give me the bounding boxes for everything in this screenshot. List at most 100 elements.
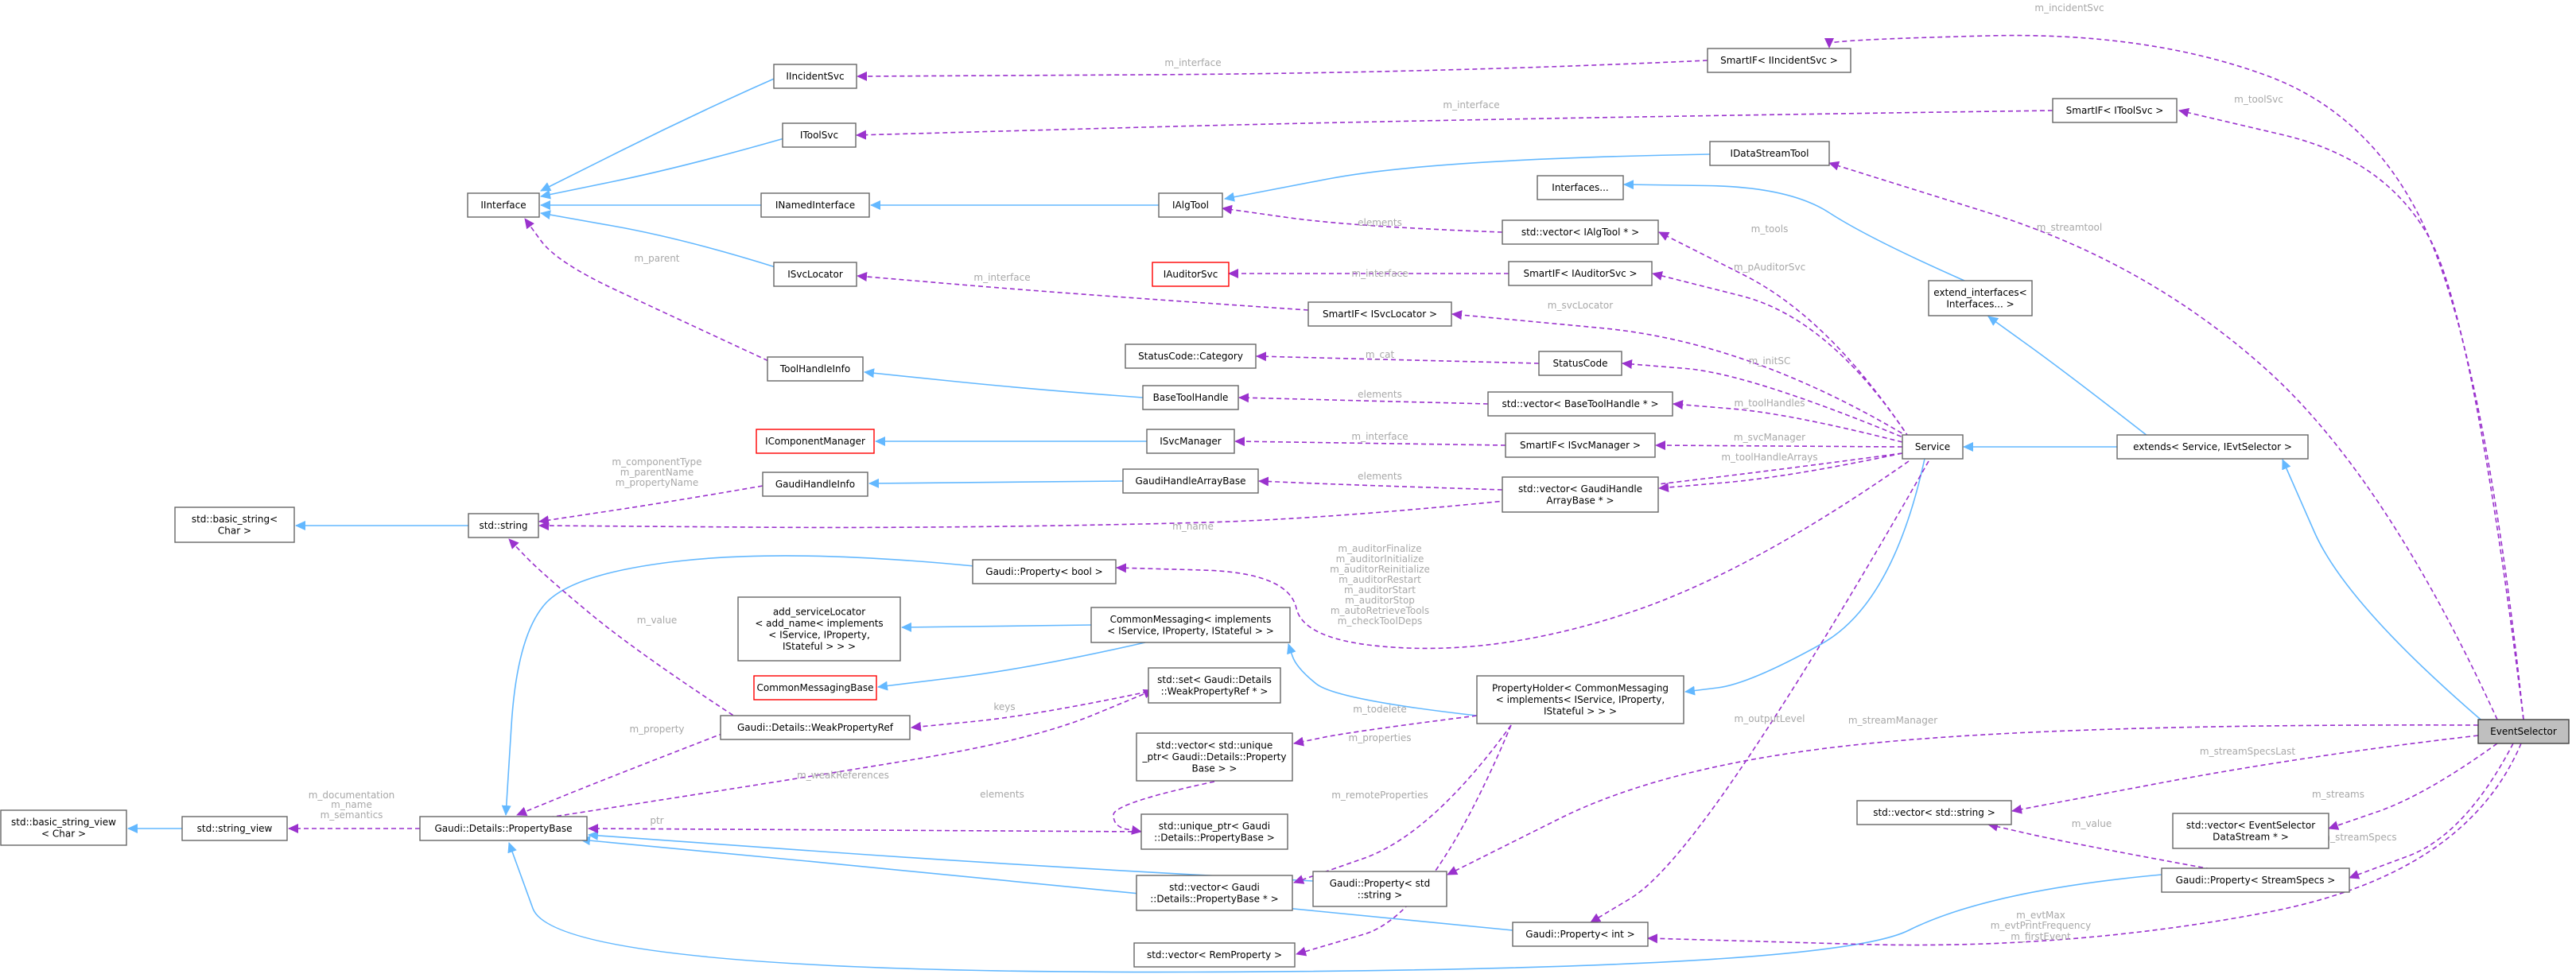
class-node-box [756, 429, 875, 454]
class-node-std-vector-std-string[interactable]: std::vector< std::string > [1856, 800, 2012, 825]
class-node-label: SmartIF< ISvcLocator > [1323, 309, 1437, 320]
class-node-std-string[interactable]: std::string [468, 513, 539, 538]
edge-label: m_auditorInitialize [1336, 553, 1424, 565]
usage-edge-tool-handle-info-to-iinterface [524, 218, 776, 365]
class-node-box [1856, 800, 2012, 825]
class-node-label: IInterface [480, 200, 526, 211]
class-node-std-unique-ptr[interactable]: std::unique_ptr< Gaudi::Details::Propert… [1140, 813, 1288, 850]
class-node-std-string-view[interactable]: std::string_view [181, 816, 288, 841]
class-node-weak-property-ref[interactable]: Gaudi::Details::WeakPropertyRef [720, 715, 911, 740]
class-node-tool-handle-info[interactable]: ToolHandleInfo [767, 356, 864, 382]
class-node-box [1122, 468, 1259, 494]
usage-edge-smart-ifsvc-locator-to-isvc-locator [857, 272, 1309, 311]
edge-label: m_parent [634, 253, 679, 264]
class-node-box [1136, 875, 1293, 911]
class-node-ialg-tool[interactable]: IAlgTool [1158, 192, 1223, 218]
class-node-label: EventSelector [2490, 726, 2557, 737]
class-node-smart-ifincident[interactable]: SmartIF< IIncidentSvc > [1707, 48, 1851, 73]
class-node-std-basic-string[interactable]: std::basic_string<Char > [174, 506, 295, 543]
class-node-property-holder[interactable]: PropertyHolder< CommonMessaging< impleme… [1476, 675, 1684, 724]
class-node-label: StatusCode::Category [1138, 351, 1243, 362]
class-node-add-service-locator[interactable]: add_serviceLocator< add_name< implements… [737, 596, 901, 662]
class-node-status-code-category[interactable]: StatusCode::Category [1125, 343, 1257, 369]
edge-label: m_evtMax [2016, 910, 2065, 921]
class-node-label: GaudiHandleArrayBase [1135, 475, 1245, 487]
class-node-service[interactable]: Service [1902, 434, 1964, 460]
class-node-property-stream-specs[interactable]: Gaudi::Property< StreamSpecs > [2161, 867, 2350, 893]
class-node-itool-svc[interactable]: IToolSvc [782, 122, 857, 148]
class-node-box [1312, 871, 1447, 907]
class-node-box [467, 192, 540, 218]
class-node-label: std::vector< std::string > [1873, 807, 1995, 818]
class-node-label: IComponentManager [765, 436, 865, 447]
class-node-iauditor-svc[interactable]: IAuditorSvc [1152, 262, 1230, 287]
edge-label: m_auditorFinalize [1338, 543, 1421, 554]
class-node-gaudi-handle-array-base[interactable]: GaudiHandleArrayBase [1122, 468, 1259, 494]
class-node-idata-stream-tool[interactable]: IDataStreamTool [1709, 141, 1830, 166]
edge-label: m_streams [2312, 789, 2364, 800]
usage-edge-event-selector-to-smart-iftool-svc [2178, 107, 2524, 720]
class-node-box [1142, 385, 1239, 410]
inheritance-edge-extends-service-to-extend-interfaces [1987, 316, 2148, 437]
class-node-label: SmartIF< IToolSvc > [2066, 105, 2164, 116]
class-node-iincident-svc[interactable]: IIncidentSvc [773, 64, 857, 89]
class-node-common-messaging[interactable]: CommonMessaging< implements< IService, I… [1090, 607, 1291, 643]
class-node-box [174, 506, 295, 543]
class-node-smart-ifauditor[interactable]: SmartIF< IAuditorSvc > [1508, 261, 1653, 286]
usage-edge-property-holder-to-std-vector-unique-ptr [1293, 715, 1478, 747]
class-node-event-selector[interactable]: EventSelector [2477, 719, 2570, 744]
class-node-box [753, 675, 877, 701]
class-node-isvc-locator[interactable]: ISvcLocator [773, 262, 857, 287]
class-node-smart-iftool-svc[interactable]: SmartIF< IToolSvc > [2052, 98, 2178, 123]
edge-label: m_svcManager [1734, 432, 1805, 443]
class-node-label: ArrayBase * > [1546, 495, 1614, 506]
class-node-extend-interfaces[interactable]: extend_interfaces<Interfaces... > [1928, 280, 2033, 316]
edge-label: m_name [1172, 521, 1214, 532]
class-node-box [1707, 48, 1851, 73]
class-node-gaudi-handle-info[interactable]: GaudiHandleInfo [762, 472, 868, 497]
edge-label: m_incidentSvc [2034, 2, 2104, 14]
inheritance-edge-property-holder-to-common-messaging [1287, 643, 1478, 716]
class-node-isvc-manager[interactable]: ISvcManager [1146, 429, 1235, 454]
class-node-common-messaging-base[interactable]: CommonMessagingBase [753, 675, 877, 701]
edge-label: m_toolHandles [1735, 398, 1805, 409]
class-node-status-code[interactable]: StatusCode [1538, 351, 1622, 376]
class-node-interfaces[interactable]: Interfaces... [1537, 175, 1624, 200]
class-node-smart-ifsvc-manager[interactable]: SmartIF< ISvcManager > [1505, 433, 1656, 458]
class-node-property-base[interactable]: Gaudi::Details::PropertyBase [419, 816, 588, 841]
class-node-smart-ifsvc-locator[interactable]: SmartIF< ISvcLocator > [1307, 301, 1452, 327]
class-node-std-vector-ialg-tool[interactable]: std::vector< IAlgTool * > [1502, 219, 1659, 245]
class-node-std-vector-base-tool-handle[interactable]: std::vector< BaseToolHandle * > [1487, 391, 1673, 417]
inheritance-edge-extend-interfaces-to-interfaces [1623, 180, 1965, 281]
class-node-inamed-interface[interactable]: INamedInterface [760, 192, 870, 218]
usage-edge-property-holder-to-std-vector-rem-property [1296, 724, 1512, 957]
class-node-std-vector-prop-base-ptr[interactable]: std::vector< Gaudi::Details::PropertyBas… [1136, 875, 1293, 911]
class-node-base-tool-handle[interactable]: BaseToolHandle [1142, 385, 1239, 410]
class-node-icomponent-manager[interactable]: IComponentManager [756, 429, 875, 454]
inheritance-edge-gaudi-handle-array-base-to-gaudi-handle-info [868, 478, 1124, 488]
inheritance-edge-common-messaging-to-add-service-locator [901, 622, 1092, 632]
usage-edge-weak-property-ref-to-std-string [508, 538, 740, 720]
class-node-property-bool[interactable]: Gaudi::Property< bool > [972, 559, 1117, 584]
class-node-box [0, 809, 127, 846]
edge-label: m_initSC [1749, 355, 1791, 367]
usage-edge-std-vector-gaudi-handle-to-gaudi-handle-array-base [1258, 476, 1503, 491]
edge-label: m_auditorStop [1345, 595, 1415, 606]
class-node-iinterface[interactable]: IInterface [467, 192, 540, 218]
inheritance-edge-property-stream-specs-to-property-base [507, 842, 2162, 973]
usage-edge-std-set-weak-to-weak-property-ref [911, 691, 1148, 732]
class-node-std-basic-string-view[interactable]: std::basic_string_view< Char > [0, 809, 127, 846]
inheritance-edge-itool-svc-to-iinterface [540, 138, 785, 200]
usage-edge-event-selector-to-std-vector-evt-selector-data-stream [2328, 743, 2498, 830]
class-node-std-set-weak[interactable]: std::set< Gaudi::Details::WeakPropertyRe… [1148, 667, 1281, 704]
class-node-property-int[interactable]: Gaudi::Property< int > [1512, 922, 1649, 947]
usage-edge-event-selector-to-property-std-string [1447, 724, 2479, 875]
usage-edge-service-to-std-vector-ialg-tool [1658, 231, 1910, 438]
usage-edge-event-selector-to-property-int [1647, 743, 2522, 946]
class-node-std-vector-rem-property[interactable]: std::vector< RemProperty > [1133, 942, 1296, 968]
class-node-property-std-string[interactable]: Gaudi::Property< std::string > [1312, 871, 1447, 907]
class-node-std-vector-unique-ptr[interactable]: std::vector< std::unique_ptr< Gaudi::Det… [1136, 732, 1293, 782]
class-node-extends-service[interactable]: extends< Service, IEvtSelector > [2116, 434, 2309, 460]
class-node-std-vector-gaudi-handle[interactable]: std::vector< GaudiHandleArrayBase * > [1502, 476, 1659, 513]
